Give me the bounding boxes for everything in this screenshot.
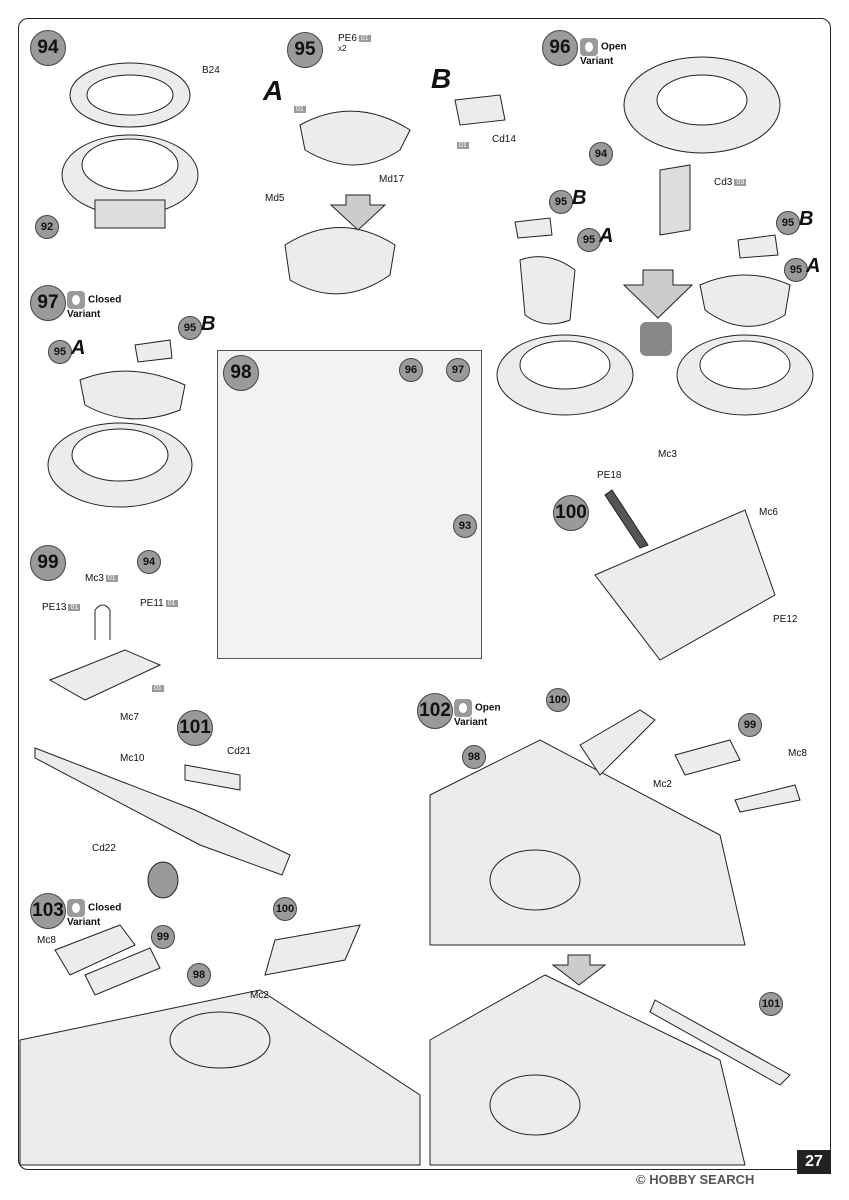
ref-step-96: 96 [399, 358, 423, 382]
ref-step-100-103: 100 [273, 897, 297, 921]
part-label-md17: Md17 [379, 174, 405, 185]
ref-step-100: 100 [546, 688, 570, 712]
sub-a-label-1: A [599, 225, 614, 247]
part-label-mc10: Mc10 [120, 753, 145, 764]
sub-b-label-1: B [572, 187, 587, 209]
ref-step-94-97: 94 [137, 550, 161, 574]
sub-b-label-97: B [201, 313, 216, 335]
ref-step-95b-2: 95 [776, 211, 800, 235]
part-label-cd21: Cd21 [227, 746, 251, 757]
closed-variant-label-97: Closed Variant [67, 291, 121, 320]
step-number-98: 98 [223, 355, 259, 391]
step-number-97: 97 [30, 285, 66, 321]
step-98-panel [217, 350, 482, 659]
variant-switch-icon [640, 322, 672, 356]
part-label-mc8: Mc8 [788, 748, 807, 759]
step-number-101: 101 [177, 710, 213, 746]
step-number-102: 102 [417, 693, 453, 729]
ref-step-99: 99 [738, 713, 762, 737]
step-number-96: 96 [542, 30, 578, 66]
sub-assembly-b-label: B [431, 63, 452, 94]
open-variant-icon [580, 38, 598, 56]
ref-step-95b: 95 [178, 316, 202, 340]
part-label-cd22: Cd22 [92, 843, 116, 854]
part-label-b24: B24 [202, 65, 220, 76]
step-number-100: 100 [553, 495, 589, 531]
page-frame [18, 18, 831, 1170]
part-label-pe12: PE12 [773, 614, 798, 625]
sub-a-label-97: A [71, 337, 86, 359]
part-label-md5: Md5 [265, 193, 285, 204]
open-variant-label-96: Open Variant [580, 38, 627, 67]
sub-b-label-2: B [799, 208, 814, 230]
ref-step-94: 94 [589, 142, 613, 166]
ref-step-95b-1: 95 [549, 190, 573, 214]
ref-step-95a-2: 95 [784, 258, 808, 282]
part-label-mc8-103: Mc8 [37, 935, 56, 946]
tag-a: 01 [294, 105, 306, 113]
part-label-mc2: Mc2 [653, 779, 672, 790]
step-number-95: 95 [287, 32, 323, 68]
watermark: © HOBBY SEARCH [636, 1172, 755, 1187]
step-number-99: 99 [30, 545, 66, 581]
ref-step-92: 92 [35, 215, 59, 239]
part-label-mc3-100: Mc3 [658, 449, 677, 460]
closed-variant-icon [67, 899, 85, 917]
ref-step-95a-1: 95 [577, 228, 601, 252]
step-number-94: 94 [30, 30, 66, 66]
ref-step-97: 97 [446, 358, 470, 382]
closed-variant-label-103: Closed Variant [67, 899, 121, 928]
ref-step-95a: 95 [48, 340, 72, 364]
ref-step-101: 101 [759, 992, 783, 1016]
open-variant-label-102: Open Variant [454, 699, 501, 728]
step-number-103: 103 [30, 893, 66, 929]
part-label-mc2-103: Mc2 [250, 990, 269, 1001]
part-label-pe18: PE18 [597, 470, 622, 481]
pe6-quantity: x2 [338, 44, 347, 53]
page-number: 27 [797, 1150, 831, 1174]
ref-step-99-103: 99 [151, 925, 175, 949]
part-label-cd14: Cd14 [492, 134, 516, 145]
ref-step-93: 93 [453, 514, 477, 538]
sub-a-label-2: A [806, 255, 821, 277]
part-label-mc7: Mc7 [120, 712, 139, 723]
sub-assembly-a-label: A [263, 75, 284, 106]
open-variant-icon [454, 699, 472, 717]
tag-b: 01 [457, 141, 469, 149]
tag-mc7: 01 [152, 684, 164, 692]
part-label-mc6: Mc6 [759, 507, 778, 518]
ref-step-98-103: 98 [187, 963, 211, 987]
closed-variant-icon [67, 291, 85, 309]
ref-step-98: 98 [462, 745, 486, 769]
